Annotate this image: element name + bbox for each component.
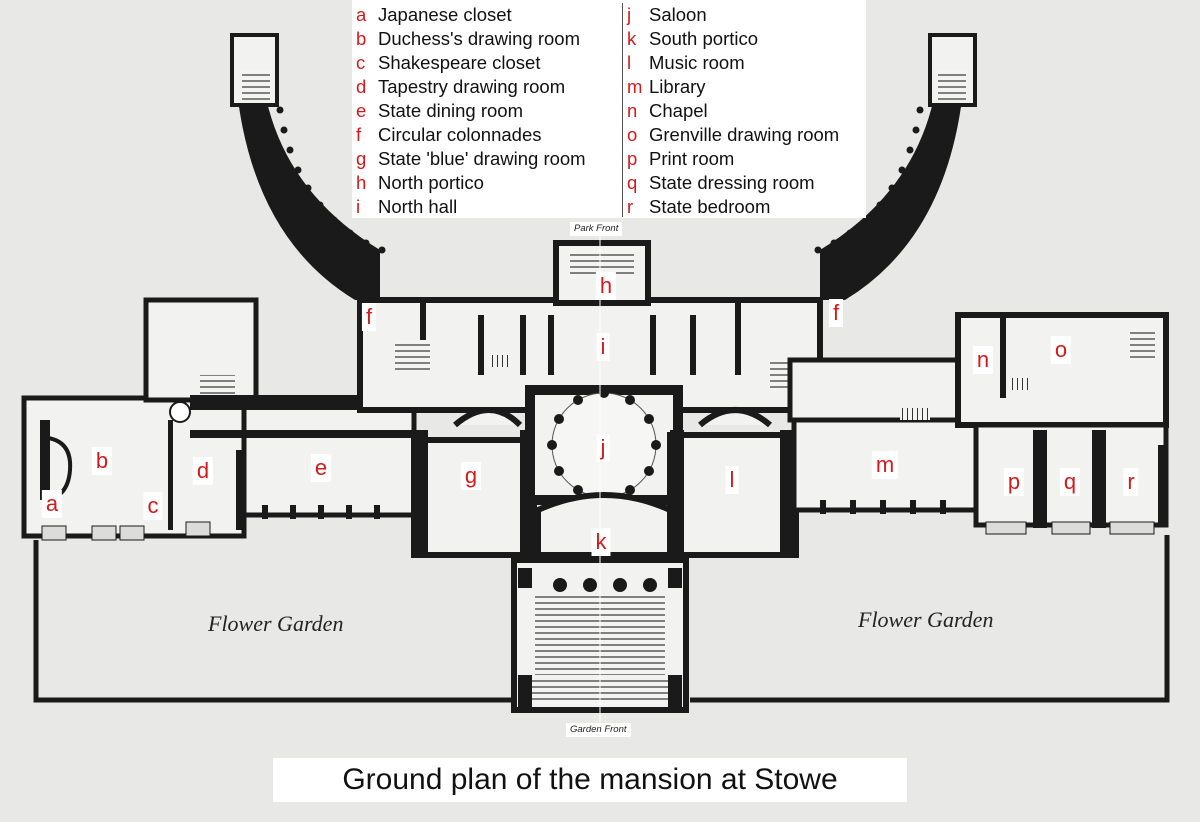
room-letter-m: m	[871, 451, 899, 479]
legend-name: South portico	[649, 28, 759, 49]
central-block	[357, 230, 823, 722]
room-letter-f-left: f	[361, 303, 377, 331]
legend-item: o Grenville drawing room	[627, 123, 839, 147]
legend-letter: b	[356, 28, 367, 49]
room-letter-n: n	[972, 346, 994, 374]
legend-name: Library	[649, 76, 706, 97]
legend-name: Music room	[649, 52, 745, 73]
legend-name: Circular colonnades	[378, 124, 542, 145]
legend-item: h North portico	[356, 171, 586, 195]
flower-garden-left-label: Flower Garden	[208, 611, 344, 636]
room-letter-c: c	[143, 492, 163, 520]
legend-letter: a	[356, 4, 367, 25]
room-letter-o: o	[1050, 336, 1072, 364]
legend-item: i North hall	[356, 195, 586, 219]
legend-letter: q	[627, 172, 638, 193]
legend-letter: c	[356, 52, 366, 73]
legend-name: North portico	[378, 172, 484, 193]
legend-item: d Tapestry drawing room	[356, 75, 586, 99]
room-letter-k: k	[591, 528, 611, 556]
room-letter-f-right: f	[828, 299, 844, 327]
garden-enclosure	[33, 535, 1170, 703]
legend-item: b Duchess's drawing room	[356, 27, 586, 51]
curved-colonnades	[230, 33, 977, 300]
legend-item: a Japanese closet	[356, 3, 586, 27]
room-letter-b: b	[91, 447, 113, 475]
park-front-label: Park Front	[570, 222, 623, 236]
plan-caption: Ground plan of the mansion at Stowe	[273, 758, 907, 802]
saloon-columns	[547, 388, 661, 502]
legend-panel: a Japanese closet b Duchess's drawing room…	[352, 0, 866, 218]
legend-name: Shakespeare closet	[378, 52, 541, 73]
legend-letter: o	[627, 124, 638, 145]
legend-letter: k	[627, 28, 637, 49]
legend-name: State dressing room	[649, 172, 815, 193]
legend-letter: d	[356, 76, 367, 97]
legend-name: Japanese closet	[378, 4, 512, 25]
legend-item: m Library	[627, 75, 839, 99]
legend-name: State bedroom	[649, 196, 771, 217]
right-wing	[787, 312, 1169, 535]
garden-front-label: Garden Front	[566, 723, 631, 737]
legend-letter: j	[627, 4, 632, 25]
legend-item: f Circular colonnades	[356, 123, 586, 147]
room-letter-q: q	[1059, 468, 1081, 496]
room-letter-l: l	[725, 466, 739, 494]
legend-name: Grenville drawing room	[649, 124, 840, 145]
legend-item: p Print room	[627, 147, 839, 171]
legend-letter: e	[356, 100, 367, 121]
legend-item: g State 'blue' drawing room	[356, 147, 586, 171]
room-letter-h: h	[595, 272, 617, 300]
room-letter-a: a	[41, 490, 63, 518]
legend-column-left: a Japanese closet b Duchess's drawing room…	[356, 3, 586, 219]
legend-name: Chapel	[649, 100, 708, 121]
legend-letter: i	[356, 196, 361, 217]
legend-letter: r	[627, 196, 634, 217]
legend-item: e State dining room	[356, 99, 586, 123]
legend-name: Duchess's drawing room	[378, 28, 580, 49]
legend-name: State 'blue' drawing room	[378, 148, 586, 169]
legend-letter: f	[356, 124, 362, 145]
legend-item: l Music room	[627, 51, 839, 75]
legend-letter: g	[356, 148, 367, 169]
legend-column-right: j Saloon k South portico l Music room m Libr…	[622, 3, 839, 217]
room-letter-r: r	[1123, 468, 1139, 496]
legend-item: c Shakespeare closet	[356, 51, 586, 75]
legend-letter: p	[627, 148, 638, 169]
legend-letter: m	[627, 76, 643, 97]
legend-item: k South portico	[627, 27, 839, 51]
room-letter-j: j	[596, 434, 610, 462]
legend-item: j Saloon	[627, 3, 839, 27]
legend-item: n Chapel	[627, 99, 839, 123]
flower-garden-right-label: Flower Garden	[858, 607, 994, 632]
room-letter-i: i	[596, 333, 610, 361]
legend-letter: h	[356, 172, 367, 193]
room-letter-e: e	[310, 454, 332, 482]
legend-letter: n	[627, 100, 638, 121]
legend-item: q State dressing room	[627, 171, 839, 195]
legend-item: r State bedroom	[627, 195, 839, 219]
legend-name: State dining room	[378, 100, 524, 121]
room-letter-g: g	[460, 462, 482, 490]
legend-name: Saloon	[649, 4, 707, 25]
room-letter-p: p	[1003, 468, 1025, 496]
room-letter-d: d	[192, 457, 214, 485]
legend-letter: l	[627, 52, 632, 73]
legend-name: North hall	[378, 196, 458, 217]
legend-name: Print room	[649, 148, 735, 169]
legend-name: Tapestry drawing room	[378, 76, 566, 97]
